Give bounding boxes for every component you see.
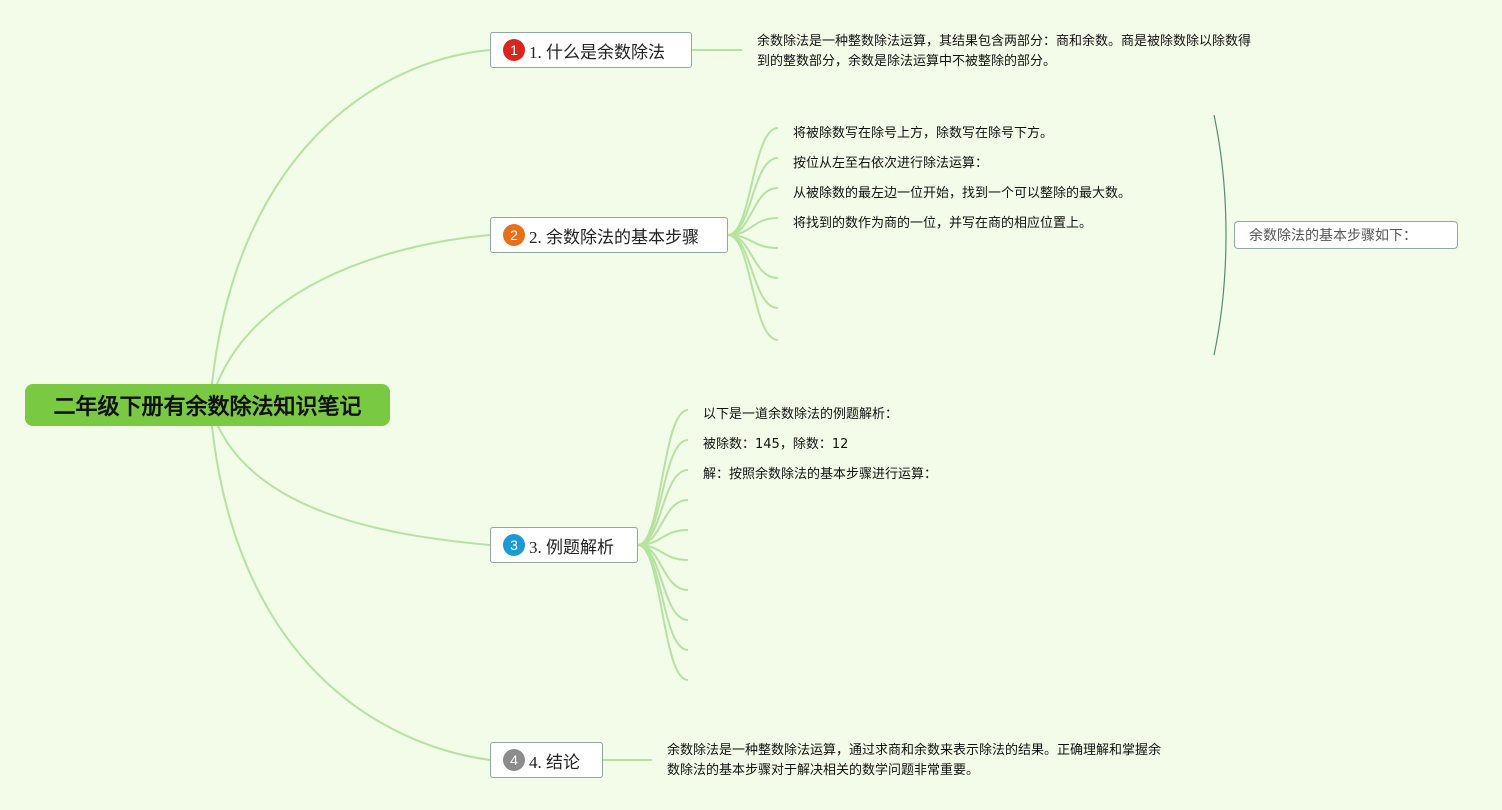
step-item[interactable]: 从被除数的最左边一位开始，找到一个可以整除的最大数。 [793,186,1132,201]
subtopic-line [637,469,689,546]
branch-line-2 [209,234,491,406]
subtopic-line [637,439,689,546]
topic-4-label: 4. 结论 [529,752,580,772]
subtopic-line [727,127,779,236]
root-title: 二年级下册有余数除法知识笔记 [53,395,362,420]
topic-1-note[interactable]: 余数除法是一种整数除法运算，其结果包含两部分：商和余数。商是被除数除以除数得到的… [757,34,1252,69]
subtopic-line [637,544,689,681]
priority-1-icon: 1 [503,39,525,61]
example-item[interactable]: 以下是一道余数除法的例题解析： [703,407,899,422]
topic-4-note[interactable]: 余数除法是一种整数除法运算，通过求商和余数来表示除法的结果。正确理解和掌握余数除… [667,743,1162,778]
subtopic-line [637,544,689,621]
subtopic-line [637,409,689,546]
branch-line-1 [209,49,491,406]
subtopic-line [727,234,779,341]
priority-2-icon: 2 [503,224,525,246]
priority-3-icon: 3 [503,534,525,556]
summary-label: 余数除法的基本步骤如下： [1249,228,1417,244]
subtopic-line [727,157,779,236]
branch-line-3 [209,404,491,546]
step-item[interactable]: 将找到的数作为商的一位，并写在商的相应位置上。 [793,216,1093,231]
topic-1[interactable]: 1 1. 什么是余数除法 [490,32,692,68]
priority-4-icon: 4 [503,749,525,771]
branch-line-4 [209,404,491,761]
subtopic-line [637,544,689,651]
summary-bracket [1213,114,1227,356]
topic-2-label: 2. 余数除法的基本步骤 [529,227,699,247]
subtopic-line [727,234,779,309]
topic-1-label: 1. 什么是余数除法 [529,42,665,62]
step-item[interactable]: 按位从左至右依次进行除法运算： [793,156,989,171]
root-topic[interactable]: 二年级下册有余数除法知识笔记 [25,384,390,426]
topic-3[interactable]: 3 3. 例题解析 [490,527,638,563]
example-item[interactable]: 被除数：145，除数：12 [703,437,849,452]
summary-box[interactable]: 余数除法的基本步骤如下： [1234,221,1458,249]
example-item[interactable]: 解：按照余数除法的基本步骤进行运算： [703,467,938,482]
topic-2[interactable]: 2 2. 余数除法的基本步骤 [490,217,728,253]
step-item[interactable]: 将被除数写在除号上方，除数写在除号下方。 [793,126,1054,141]
topic-3-label: 3. 例题解析 [529,537,614,557]
topic-4[interactable]: 4 4. 结论 [490,742,603,778]
